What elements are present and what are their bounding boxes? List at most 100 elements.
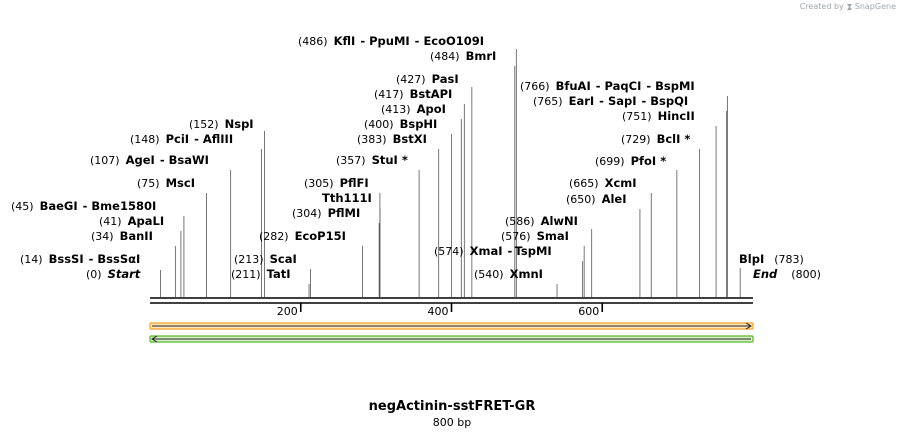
site-name-bstxi-0: BstXI <box>393 132 427 146</box>
site-sep-pcii: - <box>194 132 199 146</box>
site-label-end[interactable]: End(800) <box>753 267 821 281</box>
site-labels: (0)Start(14)BssSI-BssSαI(34)BanII(41)Apa… <box>11 34 821 281</box>
site-name-apoi-0: ApoI <box>417 102 446 116</box>
site-label-xmni[interactable]: (540) XmnI <box>474 267 543 281</box>
site-pos-banii: (34) <box>91 230 114 243</box>
site-pos-tati: (211) <box>231 268 261 281</box>
site-label-bcli[interactable]: (729) BclI * <box>621 132 690 146</box>
site-sep-kfli: - <box>415 34 420 48</box>
site-leaders <box>160 49 741 297</box>
site-pos-xcmi: (665) <box>569 177 599 190</box>
site-name-eari-2: BspQI <box>650 94 688 108</box>
site-label-tth111i[interactable]: Tth111I <box>322 191 372 205</box>
site-name-kfli-0: KflI <box>334 34 356 48</box>
site-name-agei-0: AgeI <box>126 153 155 167</box>
site-label-agei[interactable]: (107)AgeI-BsaWI <box>90 153 209 167</box>
site-label-pflmi[interactable]: (304)PflMI <box>292 206 360 220</box>
site-label-bmri[interactable]: (484)BmrI <box>430 49 496 63</box>
site-pos-ecop15i: (282) <box>259 230 289 243</box>
site-name-pcii-0: PciI <box>166 132 189 146</box>
features <box>149 322 754 343</box>
site-name-start-0: Start <box>108 267 141 281</box>
site-label-pflfi[interactable]: (305)PflFI <box>304 176 369 190</box>
site-label-pasi[interactable]: (427) PasI <box>396 72 459 86</box>
site-pos-kfli: (486) <box>298 35 328 48</box>
site-name-bmri-0: BmrI <box>466 49 497 63</box>
site-pos-blpi: (783) <box>774 253 804 266</box>
site-label-blpi[interactable]: BlpI (783) <box>739 252 804 266</box>
site-name-bcli-0: BclI * <box>657 132 691 146</box>
site-name-scai-0: ScaI <box>270 252 297 266</box>
credit-prefix: Created by <box>799 2 844 11</box>
site-sep-bsssi: - <box>89 252 94 266</box>
site-name-xmni-0: XmnI <box>510 267 543 281</box>
site-name-pflfi-0: PflFI <box>340 176 369 190</box>
site-name-msci-0: MscI <box>166 176 195 190</box>
site-name-pflmi-0: PflMI <box>328 206 361 220</box>
site-pos-scai: (213) <box>234 253 264 266</box>
site-sep-baegi: - <box>83 199 88 213</box>
snapgene-logo-icon <box>846 3 852 10</box>
site-label-xcmi[interactable]: (665)XcmI <box>569 176 637 190</box>
site-pos-bsssi: (14) <box>20 253 43 266</box>
site-pos-baegi: (45) <box>11 200 34 213</box>
site-label-apoi[interactable]: (413) ApoI <box>381 102 446 116</box>
site-name-banii-0: BanII <box>120 229 153 243</box>
site-name-end: End <box>753 267 778 281</box>
map-title: negActinin-sstFRET-GR <box>368 399 536 414</box>
site-name-alei-0: AleI <box>602 192 627 206</box>
site-label-scai[interactable]: (213) ScaI <box>234 252 297 266</box>
site-pos-apoi: (413) <box>381 103 411 116</box>
site-label-apali[interactable]: (41)ApaLI <box>99 214 164 228</box>
site-label-alwni[interactable]: (586)AlwNI <box>505 214 578 228</box>
site-label-banii[interactable]: (34) BanII <box>91 229 153 243</box>
site-pos-bcli: (729) <box>621 133 651 146</box>
site-name-tati-0: TatI <box>267 267 291 281</box>
site-name-bfuai-1: PaqCI <box>605 79 642 93</box>
site-name-blpi: BlpI <box>739 252 764 266</box>
site-name-baegi-0: BaeGI <box>40 199 78 213</box>
site-label-pfoi[interactable]: (699)PfoI * <box>595 154 666 168</box>
site-pos-xmni: (540) <box>474 268 504 281</box>
site-label-bstxi[interactable]: (383) BstXI <box>357 132 427 146</box>
site-name-hincii-0: HincII <box>658 109 695 123</box>
site-pos-pasi: (427) <box>396 73 426 86</box>
forward-feature[interactable] <box>149 322 754 330</box>
site-name-kfli-1: PpuMI <box>369 34 410 48</box>
site-pos-agei: (107) <box>90 154 120 167</box>
site-label-baegi[interactable]: (45)BaeGI-Bme1580I <box>11 199 156 213</box>
tick-label-600: 600 <box>578 305 599 318</box>
site-label-pcii[interactable]: (148)PciI-AflIII <box>130 132 233 146</box>
site-pos-hincii: (751) <box>622 110 652 123</box>
site-label-smai[interactable]: (576)SmaI <box>501 229 569 243</box>
site-name-bsssi-1: BssSαI <box>97 252 140 266</box>
site-label-nspi[interactable]: (152)NspI <box>189 117 254 131</box>
site-name-pasi-0: PasI <box>432 72 459 86</box>
site-pos-xmai: (574) <box>434 245 464 258</box>
site-label-ecop15i[interactable]: (282)EcoP15I <box>259 229 346 243</box>
site-name-bfuai-0: BfuAI <box>556 79 591 93</box>
site-label-tati[interactable]: (211) TatI <box>231 267 291 281</box>
site-label-start[interactable]: (0)Start <box>86 267 141 281</box>
site-label-bsssi[interactable]: (14) BssSI-BssSαI <box>20 252 140 266</box>
site-pos-alei: (650) <box>566 193 596 206</box>
dna-backbone <box>150 297 753 304</box>
site-sep-bfuai: - <box>596 79 601 93</box>
site-label-alei[interactable]: (650) AleI <box>566 192 627 206</box>
site-label-xmai[interactable]: (574)XmaI-TspMI <box>434 244 552 258</box>
site-name-bsssi-0: BssSI <box>49 252 84 266</box>
site-label-kfli[interactable]: (486)KflI-PpuMI-EcoO109I <box>298 34 484 48</box>
site-label-bsphi[interactable]: (400)BspHI <box>364 117 437 131</box>
site-label-bfuai[interactable]: (766)BfuAI-PaqCI-BspMI <box>520 79 695 93</box>
reverse-feature[interactable] <box>149 335 754 343</box>
tick-label-400: 400 <box>428 305 449 318</box>
site-label-eari[interactable]: (765)EarI-SapI-BspQI <box>533 94 688 108</box>
site-label-bstapi[interactable]: (417)BstAPI <box>374 87 452 101</box>
site-label-hincii[interactable]: (751) HincII <box>622 109 695 123</box>
site-label-stui[interactable]: (357)StuI * <box>336 153 408 167</box>
snapgene-credit: Created by SnapGene <box>800 2 896 11</box>
site-pos-bstxi: (383) <box>357 133 387 146</box>
site-label-msci[interactable]: (75)MscI <box>137 176 195 190</box>
site-name-bsphi-0: BspHI <box>400 117 438 131</box>
